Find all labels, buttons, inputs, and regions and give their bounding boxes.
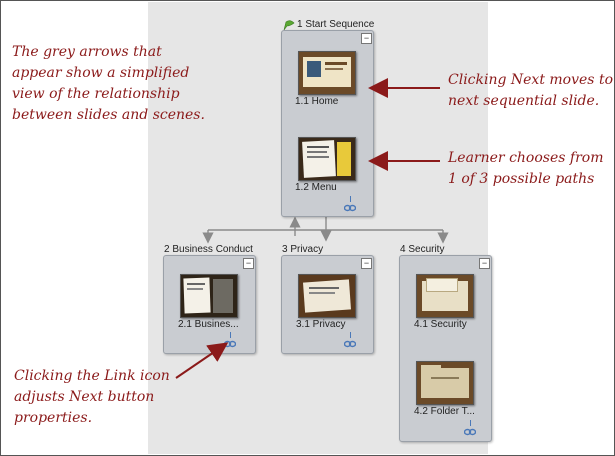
annotation-line: adjusts Next button	[14, 389, 155, 405]
annotation-line: between slides and scenes.	[12, 107, 205, 123]
link-connector	[230, 332, 231, 338]
annotation-line: Clicking the Link icon	[14, 368, 170, 384]
slide-thumbnail-business[interactable]	[180, 274, 238, 318]
annotation-line: 1 of 3 possible paths	[448, 171, 595, 187]
slide-thumbnail-folder[interactable]	[416, 361, 474, 405]
collapse-button[interactable]: −	[479, 258, 490, 269]
slide-label-home[interactable]: 1.1 Home	[295, 96, 339, 107]
scene-title-security[interactable]: 4 Security	[400, 244, 445, 255]
link-icon[interactable]	[344, 340, 356, 348]
annotation-line: properties.	[14, 410, 93, 426]
annotation-line: Clicking Next moves to	[448, 72, 613, 88]
link-connector	[470, 420, 471, 426]
link-connector	[350, 332, 351, 338]
annotation-line: The grey arrows that	[12, 44, 162, 60]
slide-thumbnail-privacy[interactable]	[298, 274, 356, 318]
annotation-line: next sequential slide.	[448, 93, 600, 109]
slide-label-folder[interactable]: 4.2 Folder T...	[414, 406, 475, 417]
annotation-grey-arrows: The grey arrows that appear show a simpl…	[12, 42, 205, 126]
annotation-learner-chooses: Learner chooses from 1 of 3 possible pat…	[448, 148, 603, 190]
annotation-line: Learner chooses from	[448, 150, 604, 166]
collapse-button[interactable]: −	[361, 258, 372, 269]
scene-title-business[interactable]: 2 Business Conduct	[164, 244, 253, 255]
annotation-arrow-link	[175, 342, 229, 379]
annotation-line: appear show a simplified	[12, 65, 190, 81]
annotation-link-icon: Clicking the Link icon adjusts Next butt…	[14, 366, 170, 429]
collapse-button[interactable]: −	[243, 258, 254, 269]
slide-label-business[interactable]: 2.1 Busines...	[178, 319, 239, 330]
link-icon[interactable]	[344, 204, 356, 212]
scene-title-start[interactable]: 1 Start Sequence	[297, 19, 375, 30]
link-connector	[350, 196, 351, 202]
link-icon[interactable]	[464, 428, 476, 436]
slide-thumbnail-menu[interactable]	[298, 137, 356, 181]
slide-label-privacy[interactable]: 3.1 Privacy	[296, 319, 346, 330]
slide-thumbnail-security[interactable]	[416, 274, 474, 318]
scene-title-privacy[interactable]: 3 Privacy	[282, 244, 324, 255]
slide-label-security[interactable]: 4.1 Security	[414, 319, 467, 330]
annotation-line: view of the relationship	[12, 86, 180, 102]
annotation-clicking-next: Clicking Next moves to next sequential s…	[448, 70, 613, 112]
collapse-button[interactable]: −	[361, 33, 372, 44]
flag-icon	[283, 18, 295, 36]
slide-thumbnail-home[interactable]	[298, 51, 356, 95]
slide-label-menu[interactable]: 1.2 Menu	[295, 182, 337, 193]
